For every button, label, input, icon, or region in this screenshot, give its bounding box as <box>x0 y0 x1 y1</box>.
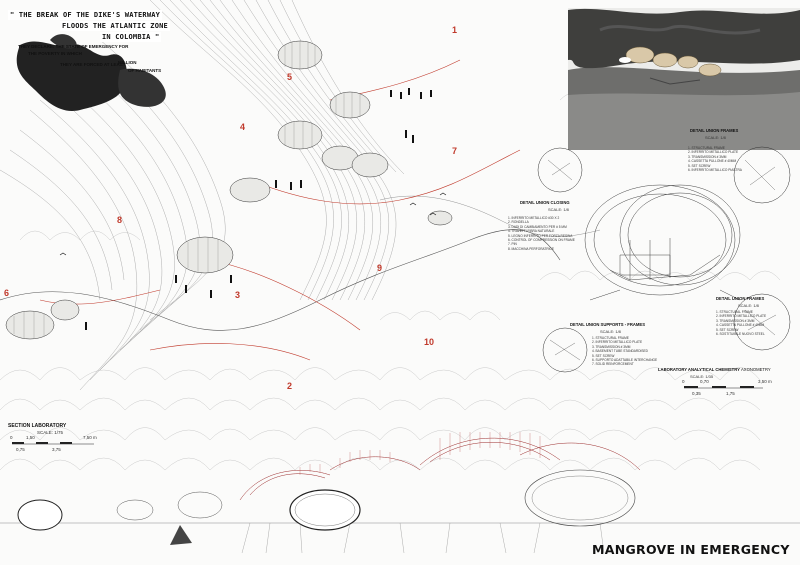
detail-union-frames-top-scale: SCALE: 1/8 <box>705 135 726 140</box>
detail-union-supports-list: 1. STRUCTURAL FRAME 2. INFERRITO METALLI… <box>592 336 657 367</box>
list-item: 6. SOSTITUIBILE NUOVO STEEL <box>716 332 765 337</box>
section-tick-075: 0,75 <box>16 447 25 452</box>
axonometry-tick-0: 0 <box>682 379 685 384</box>
axonometry-tick-035: 0,35 <box>692 391 701 396</box>
detail-union-frames-mid-title: DETAIL UNION FRAMES <box>716 296 765 301</box>
list-item: 1. STRUCTURAL FRAME <box>592 336 629 340</box>
list-item: 2. INFERRITO METALLICO PLATE <box>688 150 739 155</box>
list-item: 3. TRANSMISSION # 3MM <box>688 154 727 159</box>
headline-line-3: IN COLOMBIA " <box>100 32 162 42</box>
headline-tagline-5: OF HABITANTS <box>128 68 162 73</box>
list-item: 2. INFERRITO METALLICO PLATE <box>716 314 767 319</box>
list-item: 8. MACCHINA PERFORATRICE <box>508 246 554 251</box>
render-image <box>568 8 800 150</box>
list-item: 2. RONDELLA <box>508 220 529 225</box>
headline-tagline-3: THEY ARE FORCED AT LEAST <box>60 62 126 67</box>
list-item: 5. LEGNO INFERRITO PER FORZA RESINA <box>508 233 573 238</box>
list-item: 1. INFERRITO METALLICO #30 X 2 <box>508 216 560 220</box>
detail-union-supports-title: DETAIL UNION SUPPORTS - FRAMES <box>570 322 645 327</box>
mangrove-canopy <box>0 90 781 471</box>
section-drawing <box>0 432 800 554</box>
section-scale: SCALE: 1/75 <box>37 430 64 435</box>
axonometry-tick-070: 0,70 <box>700 379 709 384</box>
list-item: 1. STRUCTURAL FRAME <box>688 146 725 150</box>
list-item: 6. INFERRITO METALLICO PIASTRA <box>688 168 742 173</box>
detail-union-closing-title: DETAIL UNION CLOSING <box>520 200 570 205</box>
list-item: 4. CASSETTA PULLONE # 40MM <box>716 323 765 328</box>
colombia-map-icon <box>16 41 127 111</box>
list-item: 4. TRAVETTI FIBRA NATURALE <box>508 229 555 234</box>
headline-line-1: " THE BREAK OF THE DIKE'S WATERWAY <box>8 10 163 20</box>
capsule-group <box>5 40 453 340</box>
step-number-2: 2 <box>287 381 293 391</box>
axonometry-tick-350: 3,50 m <box>758 379 772 384</box>
list-item: 5. SET SCREW <box>592 353 615 358</box>
detail-union-closing-scale: SCALE: 1/8 <box>548 207 569 212</box>
detail-union-frames-mid-list: 1. STRUCTURAL FRAME 2. INFERRITO METALLI… <box>716 310 766 336</box>
list-item: 5. SET SCREW <box>688 163 711 168</box>
list-item: 7. SOLID REINFORCEMENT <box>592 362 634 367</box>
list-item: 6. SUPPORTO ADATTABILE INTERCHANGE <box>592 358 658 363</box>
axonometry-tick-175: 1,75 <box>726 391 735 396</box>
axonometry-scale: SCALE: 1/35 <box>690 374 714 379</box>
step-number-10: 10 <box>424 337 435 347</box>
step-number-6: 6 <box>4 288 10 298</box>
list-item: 3. TRANSMISSION # 3MM <box>592 344 631 349</box>
section-tick-750: 7,50 m <box>83 435 97 440</box>
route-paths <box>39 59 521 361</box>
section-tick-375: 3,75 <box>52 447 61 452</box>
detail-union-frames-mid-scale: SCALE: 1/8 <box>738 303 759 308</box>
step-number-9: 9 <box>377 263 383 273</box>
step-number-7: 7 <box>452 146 458 156</box>
detail-union-supports-scale: SCALE: 1/8 <box>600 329 621 334</box>
list-item: 1. STRUCTURAL FRAME <box>716 310 753 314</box>
section-tick-150: 1,50 <box>26 435 35 440</box>
list-item: 4. BASEMENT TUBE STANDARDISED <box>592 349 648 354</box>
list-item: 5. SET SCREW <box>716 327 739 332</box>
people-silhouettes <box>85 88 432 330</box>
birds <box>59 192 447 256</box>
list-item: 3. TRANSMISSION # 3MM <box>716 318 755 323</box>
headline-tagline-2: THE POVERTY IN WHICH <box>28 51 82 56</box>
section-tick-0: 0 <box>10 435 13 440</box>
capsule-ribs <box>13 41 361 339</box>
headline-tagline-1: THEY DECLARE: THE STATE OF EMERGENCY FOR <box>18 44 129 49</box>
step-number-4: 4 <box>240 122 246 132</box>
list-item: 6. CONTROL OF COMPRESSION ON FRAME <box>508 238 575 243</box>
detail-union-frames-top-list: 1. STRUCTURAL FRAME 2. INFERRITO METALLI… <box>688 146 742 172</box>
list-item: 2. INFERRITO METALLICO PLATE <box>592 340 643 345</box>
detail-union-frames-top-title: DETAIL UNION FRAMES <box>690 128 739 133</box>
detail-union-closing-list: 1. INFERRITO METALLICO #30 X 2 2. RONDEL… <box>508 216 575 251</box>
list-item: 3. DADI DI CAMBIAMENTO PER # 5 MM <box>508 224 567 229</box>
step-number-8: 8 <box>117 215 123 225</box>
step-number-1: 1 <box>452 25 458 35</box>
headline-line-2: FLOODS THE ATLANTIC ZONE <box>60 21 170 31</box>
axonometry-title: LABORATORY ANALYTICAL CHEMISTRY AXONOMET… <box>658 367 771 372</box>
headline-tagline-4: MILLION <box>118 60 137 65</box>
section-title: SECTION LABORATORY <box>8 423 67 429</box>
detail-circles <box>537 146 791 373</box>
project-title: MANGROVE IN EMERGENCY <box>592 542 790 557</box>
list-item: 7. PIN <box>508 242 517 247</box>
frame-axonometry <box>584 184 741 301</box>
step-number-5: 5 <box>287 72 293 82</box>
step-number-3: 3 <box>235 290 241 300</box>
list-item: 4. CASSETTA PULLONE # 40MM <box>688 159 737 164</box>
